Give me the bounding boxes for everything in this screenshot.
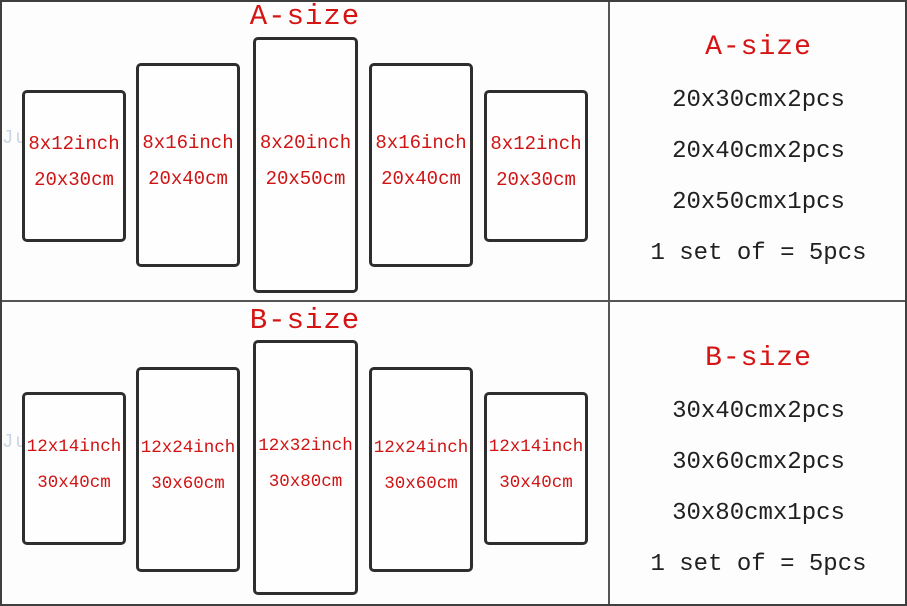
- watermark-text: Ju: [2, 127, 29, 149]
- panel-b-2: 12x24inch 30x60cm: [136, 367, 240, 572]
- panel-size-cm: 30x60cm: [151, 473, 225, 494]
- horizontal-divider: [2, 300, 905, 302]
- summary-line: 20x30cmx2pcs: [672, 87, 845, 114]
- panel-label: 8x16inch 20x40cm: [375, 132, 466, 190]
- panel-a-3: 8x20inch 20x50cm: [253, 37, 358, 293]
- summary-line: 1 set of = 5pcs: [650, 551, 867, 578]
- panel-size-inch: 12x14inch: [488, 436, 584, 457]
- section-a-title: A-size: [249, 0, 361, 33]
- panel-label: 8x12inch 20x30cm: [490, 133, 581, 191]
- summary-line: 30x80cmx1pcs: [672, 500, 845, 527]
- summary-line: 1 set of = 5pcs: [650, 240, 867, 267]
- panel-size-inch: 8x16inch: [375, 132, 467, 154]
- panel-label: 8x16inch 20x40cm: [142, 132, 233, 190]
- panel-size-cm: 20x30cm: [34, 169, 114, 191]
- panel-size-cm: 20x30cm: [496, 169, 576, 191]
- panel-a-1: 8x12inch 20x30cm: [22, 90, 126, 242]
- panel-size-inch: 8x20inch: [259, 132, 352, 154]
- panel-size-cm: 20x40cm: [381, 168, 461, 190]
- panel-size-cm: 30x60cm: [384, 473, 458, 494]
- summary-b-size: B-size 30x40cmx2pcs 30x60cmx2pcs 30x80cm…: [610, 303, 905, 604]
- panel-label: 12x24inch 30x60cm: [374, 437, 469, 495]
- panel-a-2: 8x16inch 20x40cm: [136, 63, 240, 267]
- summary-b-title: B-size: [705, 343, 812, 374]
- panel-b-4: 12x24inch 30x60cm: [369, 367, 473, 572]
- panel-a-4: 8x16inch 20x40cm: [369, 63, 473, 267]
- panel-b-3: 12x32inch 30x80cm: [253, 340, 358, 595]
- summary-line: 30x40cmx2pcs: [672, 398, 845, 425]
- panel-label: 12x14inch 30x40cm: [489, 436, 584, 494]
- summary-line: 20x50cmx1pcs: [672, 189, 845, 216]
- panel-size-cm: 20x50cm: [265, 168, 346, 190]
- panel-size-cm: 20x40cm: [148, 168, 228, 190]
- panel-a-5: 8x12inch 20x30cm: [484, 90, 588, 242]
- panel-label: 12x32inch 30x80cm: [258, 435, 353, 493]
- panel-label: 12x14inch 30x40cm: [27, 436, 122, 494]
- panel-size-cm: 30x40cm: [37, 472, 111, 493]
- summary-line: 20x40cmx2pcs: [672, 138, 845, 165]
- section-a-size: A-size Ju 8x12inch 20x30cm 8x16inch 20x4…: [2, 2, 608, 300]
- panel-size-inch: 12x24inch: [140, 437, 236, 458]
- summary-a-size: A-size 20x30cmx2pcs 20x40cmx2pcs 20x50cm…: [610, 2, 905, 300]
- panel-size-cm: 30x80cm: [268, 471, 343, 492]
- panel-size-inch: 12x24inch: [373, 437, 469, 458]
- watermark-text: Ju: [2, 431, 29, 453]
- panel-label: 8x20inch 20x50cm: [260, 132, 351, 190]
- panel-label: 12x24inch 30x60cm: [141, 437, 236, 495]
- panel-size-inch: 8x12inch: [490, 133, 582, 155]
- panel-size-inch: 8x16inch: [142, 132, 234, 154]
- panel-b-1: 12x14inch 30x40cm: [22, 392, 126, 545]
- panel-size-inch: 12x14inch: [26, 436, 122, 457]
- panel-size-inch: 12x32inch: [258, 435, 353, 456]
- summary-line: 30x60cmx2pcs: [672, 449, 845, 476]
- summary-a-title: A-size: [705, 32, 812, 63]
- panel-size-inch: 8x12inch: [28, 133, 120, 155]
- section-b-size: B-size Ju 12x14inch 30x40cm 12x24inch 30…: [2, 303, 608, 601]
- vertical-divider: [608, 2, 610, 604]
- section-b-title: B-size: [249, 304, 361, 337]
- panel-label: 8x12inch 20x30cm: [28, 133, 119, 191]
- panel-size-cm: 30x40cm: [499, 472, 573, 493]
- panel-b-5: 12x14inch 30x40cm: [484, 392, 588, 545]
